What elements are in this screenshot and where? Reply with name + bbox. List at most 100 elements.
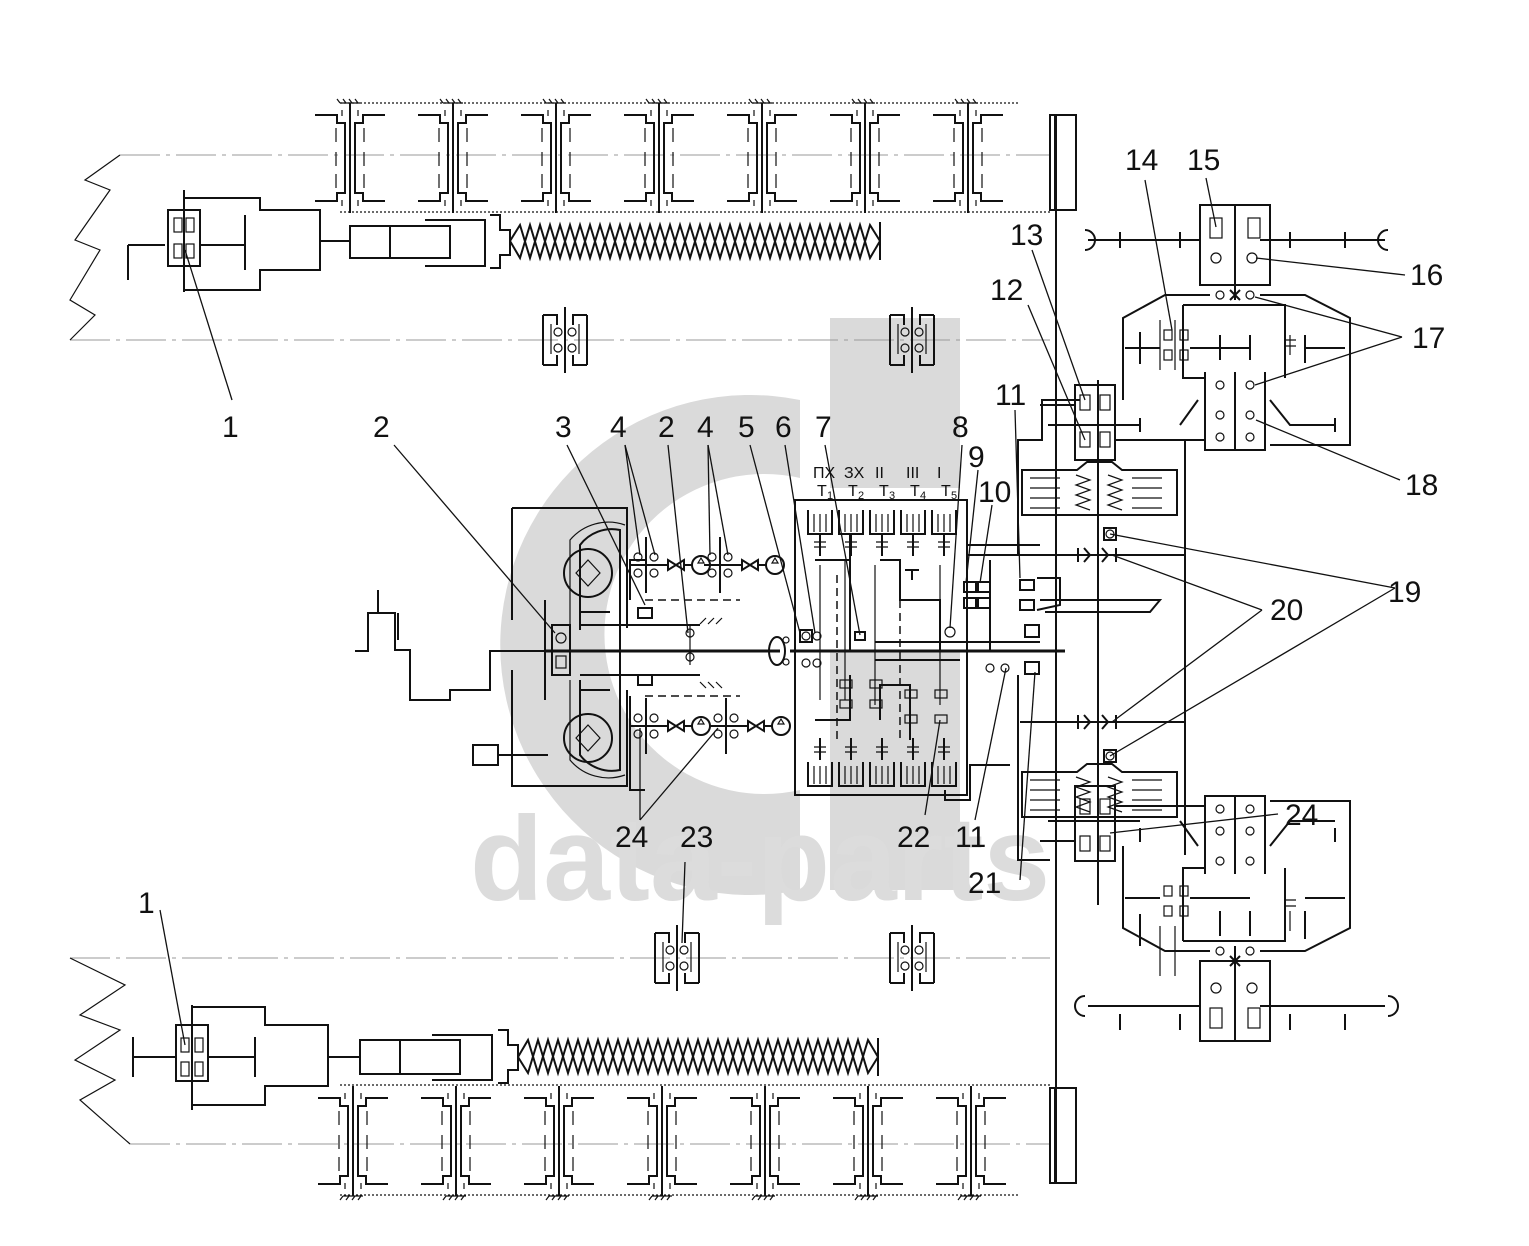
gear-block-12-13 (1074, 785, 1116, 862)
pump-bearing (649, 568, 659, 578)
gear (1099, 835, 1111, 852)
leader-2 (667, 444, 689, 634)
gear-13 (1079, 835, 1091, 852)
roller-rim (550, 324, 580, 354)
idler-crank (192, 1006, 329, 1106)
clutch-20 (1077, 714, 1117, 730)
output-hub (1304, 335, 1345, 363)
brake-band-top (1021, 461, 1178, 516)
bearing-19 (1103, 749, 1117, 763)
planet-gear (1179, 329, 1189, 341)
roller-bearing (679, 961, 689, 971)
pump-bearing (729, 729, 739, 739)
planetary-gearbox (790, 399, 1163, 861)
planetary-gear (839, 679, 853, 689)
brake (637, 674, 653, 686)
roller-rim (897, 324, 927, 354)
leader-23 (681, 861, 686, 944)
callout-9: 9 (968, 441, 985, 474)
road-wheel (521, 98, 591, 213)
gear (1099, 431, 1111, 448)
ground-hatch (954, 98, 978, 104)
hub-bolts (650, 110, 668, 206)
leader-19 (1109, 533, 1396, 589)
wheel-disc-right (972, 114, 1003, 202)
road-wheel (624, 98, 694, 213)
bearing (194, 1061, 204, 1077)
planetary-shafts (819, 560, 941, 705)
brake-spring (1106, 474, 1124, 511)
control-link (944, 764, 1010, 801)
final-roller (1210, 252, 1222, 264)
bearing (173, 217, 183, 233)
final-roller (1210, 982, 1222, 994)
planet-bearing-17 (1245, 946, 1255, 956)
hub-bolts (444, 110, 462, 206)
bearing-18 (1215, 826, 1225, 836)
callout-5: 5 (738, 411, 755, 444)
clutch-drum (838, 762, 864, 787)
road-wheel (421, 1086, 491, 1201)
gear-t-label: T (910, 483, 920, 500)
brake-link (1017, 675, 1050, 861)
leader-24 (639, 727, 719, 821)
wheel-disc-left (624, 114, 655, 202)
callout-15: 15 (1187, 144, 1220, 177)
friction-clutch (900, 738, 926, 787)
planet-gear (1163, 885, 1173, 897)
planet-bearing-17 (1245, 290, 1255, 300)
wheel-disc-right (460, 1097, 491, 1185)
final-drive-bottom (1040, 785, 1399, 1042)
brake-spring (1074, 474, 1092, 511)
friction-packs-bottom (807, 738, 957, 787)
bearing (173, 243, 183, 259)
bearing-18 (1215, 410, 1225, 420)
gear (1099, 394, 1111, 411)
bearing-8 (944, 626, 956, 638)
pump-arrow (770, 556, 780, 564)
hub-bolts (344, 1093, 362, 1189)
bearing-18 (1215, 804, 1225, 814)
pump-arrow (776, 717, 786, 725)
friction-clutch (900, 510, 926, 556)
roller-bearing (567, 327, 577, 337)
pump-bearing (633, 713, 643, 723)
gear-mode-label: II (875, 465, 884, 482)
roller-bearing (665, 961, 675, 971)
sun-gear-mark (905, 569, 919, 580)
roller-frame (543, 314, 558, 366)
bearing-19-roller (1105, 751, 1115, 761)
ground-hatch (336, 98, 360, 104)
joint-pin (782, 658, 790, 666)
roller-frame (919, 932, 934, 984)
tensioner-housing (432, 1034, 493, 1081)
leader-24 (1109, 813, 1279, 834)
gear-12 (1079, 798, 1091, 815)
callout-11: 11 (955, 821, 986, 854)
tensioner-cylinder (349, 225, 391, 259)
wheel-disc-left (727, 114, 758, 202)
roller-rim (897, 942, 927, 972)
pump-arrow (696, 556, 706, 564)
clutch-spline (938, 746, 950, 753)
hub-bolts (447, 1093, 465, 1189)
gear-mode-label: III (906, 465, 919, 482)
hub-flange-right (1387, 995, 1399, 1017)
brake-link (1017, 399, 1080, 555)
bearing-18 (1245, 432, 1255, 442)
pump-bearing (649, 713, 659, 723)
pump-bearing (713, 729, 723, 739)
ground-hatch (748, 98, 772, 104)
wheel-disc-right (666, 1097, 697, 1185)
planet-cross (1229, 955, 1241, 967)
planet-bearing-17 (1215, 290, 1225, 300)
torsion-spring (509, 221, 881, 262)
brake-housing (1021, 461, 1178, 516)
leader-17 (1254, 336, 1403, 386)
hub-bolts (341, 110, 359, 206)
bearing (555, 655, 567, 669)
bearing-6-roller (812, 658, 822, 668)
callout-10: 10 (978, 476, 1011, 509)
wheel-disc-right (457, 114, 488, 202)
